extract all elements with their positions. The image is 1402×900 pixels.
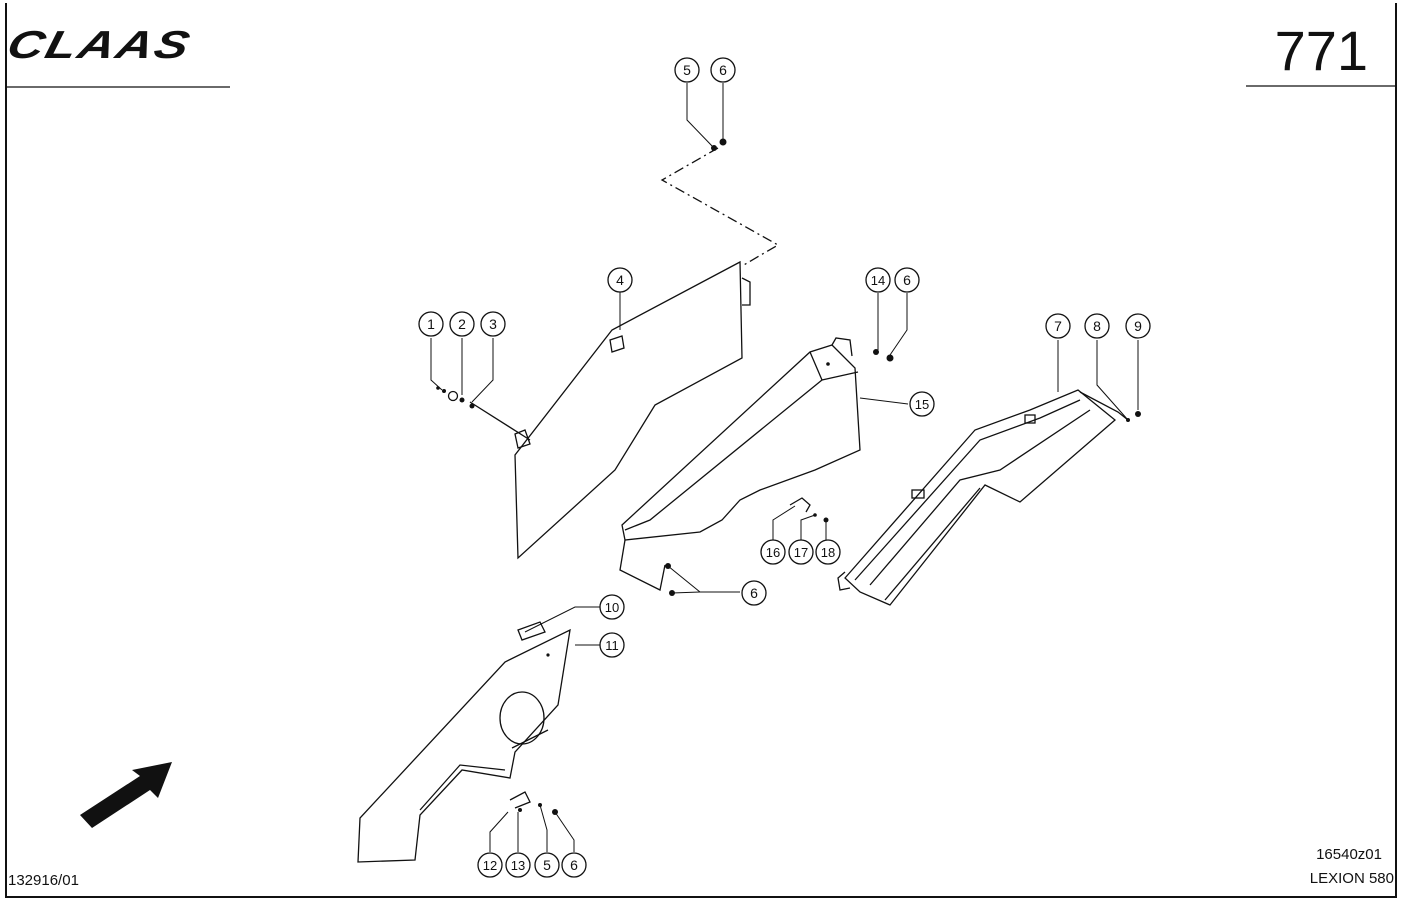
doc-reference: 132916/01: [8, 872, 79, 889]
callout-circle: [561, 852, 587, 878]
part-4-side-panel: [469, 260, 751, 560]
callout-number: 17: [794, 545, 808, 560]
callout-circle: [477, 852, 503, 878]
callout-circle: [599, 632, 625, 658]
callout-number: 13: [511, 858, 525, 873]
callout-number: 6: [750, 585, 758, 601]
part-7-cover: [837, 389, 1129, 606]
callout-6: 6: [710, 57, 736, 83]
callout-circle: [449, 311, 475, 337]
callout-number: 8: [1093, 318, 1101, 334]
callout-7: 7: [1045, 313, 1071, 339]
callout-number: 2: [458, 316, 466, 332]
callout-circle: [674, 57, 700, 83]
callout-10: 10: [599, 594, 625, 620]
callout-circle: [894, 267, 920, 293]
callout-number: 1: [427, 316, 435, 332]
callout-14: 14: [865, 267, 891, 293]
callout-17: 17: [788, 539, 814, 565]
callout-circle: [534, 852, 560, 878]
callout-2: 2: [449, 311, 475, 337]
callout-circle: [710, 57, 736, 83]
callout-15: 15: [909, 391, 935, 417]
callout-3: 3: [480, 311, 506, 337]
callout-circle: [1045, 313, 1071, 339]
callout-circle: [760, 539, 786, 565]
callout-number: 6: [719, 62, 727, 78]
callout-number: 11: [605, 638, 619, 653]
callout-11: 11: [599, 632, 625, 658]
callout-8: 8: [1084, 313, 1110, 339]
callout-circle: [815, 539, 841, 565]
callout-number: 18: [821, 545, 835, 560]
callout-circle: [909, 391, 935, 417]
machine-model: LEXION 580: [1309, 870, 1394, 887]
callout-5: 5: [534, 852, 560, 878]
callout-6: 6: [741, 580, 767, 606]
page-number: 771: [1274, 19, 1368, 82]
callout-number: 12: [483, 858, 497, 873]
callout-number: 3: [489, 316, 497, 332]
callout-12: 12: [477, 852, 503, 878]
callout-9: 9: [1125, 313, 1151, 339]
callout-number: 14: [871, 273, 885, 288]
callout-number: 9: [1134, 318, 1142, 334]
drawing-reference: 16540z01: [1316, 846, 1382, 863]
callout-number: 10: [605, 600, 619, 615]
callout-circle: [480, 311, 506, 337]
callout-13: 13: [505, 852, 531, 878]
callout-16: 16: [760, 539, 786, 565]
callout-1: 1: [418, 311, 444, 337]
callout-18: 18: [815, 539, 841, 565]
callout-circle: [418, 311, 444, 337]
callout-number: 15: [915, 397, 929, 412]
callout-number: 7: [1054, 318, 1062, 334]
part-15-channel: [619, 337, 861, 591]
callout-6: 6: [894, 267, 920, 293]
callout-number: 6: [570, 857, 578, 873]
callout-circle: [865, 267, 891, 293]
callout-circle: [607, 267, 633, 293]
callout-number: 6: [903, 272, 911, 288]
callout-circle: [599, 594, 625, 620]
callout-circle: [788, 539, 814, 565]
callout-6: 6: [561, 852, 587, 878]
direction-arrow-icon: [80, 762, 172, 828]
callout-number: 4: [616, 272, 624, 288]
part-11-lower-panel: [357, 621, 571, 863]
callout-number: 5: [683, 62, 691, 78]
callout-circle: [741, 580, 767, 606]
callout-number: 5: [543, 857, 551, 873]
callout-circle: [1125, 313, 1151, 339]
callout-number: 16: [766, 545, 780, 560]
callout-4: 4: [607, 267, 633, 293]
callout-5: 5: [674, 57, 700, 83]
callout-circle: [1084, 313, 1110, 339]
callout-circle: [505, 852, 531, 878]
